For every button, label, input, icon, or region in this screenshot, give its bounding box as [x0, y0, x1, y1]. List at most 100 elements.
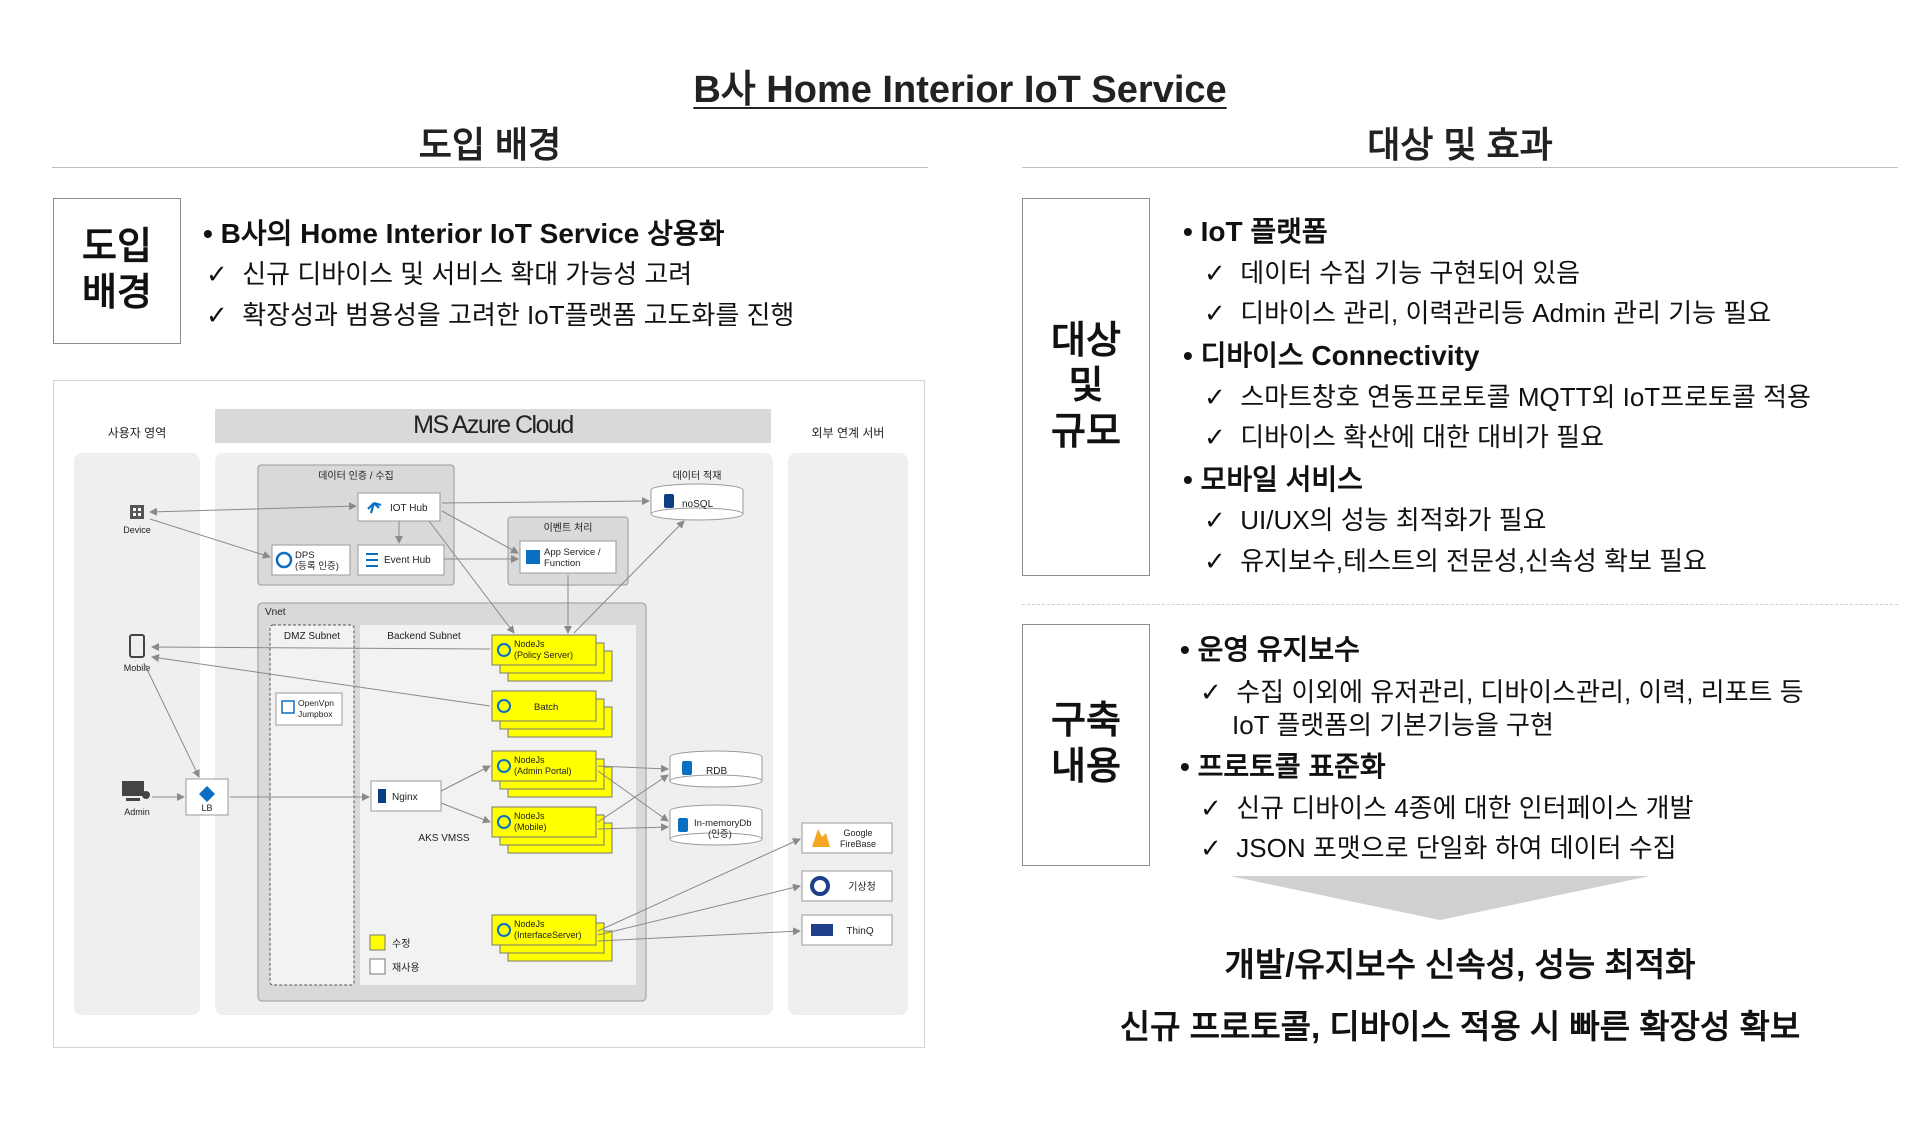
bullet-text: 프로토콜 표준화 [1197, 751, 1386, 782]
box-label-line: 도입 [82, 226, 152, 269]
section2-check: ✓ JSON 포맷으로 단일화 하여 데이터 수집 [1200, 828, 1677, 865]
check-text: 유지보수,테스트의 전문성,신속성 확보 필요 [1240, 546, 1707, 576]
section1-check: ✓ 스마트창호 연동프로토콜 MQTT외 IoT프로토콜 적용 [1204, 377, 1811, 414]
iot-hub-icon [367, 501, 382, 514]
legend-modified-label: 수정 [392, 938, 410, 950]
nosql-node [650, 507, 744, 521]
intro-check-item: ✓ 확장성과 범용성을 고려한 IoT플랫폼 고도화를 진행 [206, 295, 794, 332]
policy-label: NodeJs [514, 639, 545, 649]
kma-icon [810, 876, 830, 896]
cloud-title: MS Azure Cloud [413, 411, 573, 439]
section2-bullet: • 운영 유지보수 [1180, 634, 1360, 665]
checkmark-icon: ✓ [1200, 793, 1222, 823]
rdb-node: RDB [669, 750, 763, 788]
policy-sublabel: (Policy Server) [514, 650, 573, 660]
section1-check: ✓ 데이터 수집 기능 구현되어 있음 [1204, 253, 1580, 290]
architecture-diagram: 사용자 영역 외부 연계 서버 MS Azure Cloud 데이터 인증 / … [53, 380, 925, 1048]
batch-label: Batch [534, 702, 558, 713]
inmemory-sublabel: (인증) [708, 829, 732, 840]
box-label-line: 규모 [1051, 410, 1121, 453]
cloud-title-bar [215, 409, 771, 443]
summary-line: 개발/유지보수 신속성, 성능 최적화 [1224, 946, 1696, 983]
nginx-icon [378, 789, 386, 803]
box-label-line: 대상 [1051, 319, 1121, 362]
checkmark-icon: ✓ [1204, 258, 1226, 288]
checkmark-icon: ✓ [1200, 833, 1222, 863]
left-heading-rule [52, 167, 928, 168]
lb-label: LB [201, 803, 212, 813]
check-text: 디바이스 확산에 대한 대비가 필요 [1240, 422, 1605, 452]
admin-label: Admin [124, 807, 150, 817]
event-hub-icon [366, 553, 378, 567]
mobile-icon [129, 634, 145, 658]
intro-check-text: 신규 디바이스 및 서비스 확대 가능성 고려 [242, 259, 693, 289]
section1-check: ✓ 유지보수,테스트의 전문성,신속성 확보 필요 [1204, 541, 1707, 578]
dps-node [271, 544, 351, 576]
thinq-label: ThinQ [846, 926, 873, 937]
box-label-line: 구축 [1051, 700, 1121, 743]
dmz-subnet-label: DMZ Subnet [284, 631, 340, 642]
checkmark-icon: ✓ [1200, 677, 1222, 707]
inmemory-db-node: In-memoryDb (인증) [669, 804, 763, 846]
lb-icon [199, 786, 215, 802]
check-text: 디바이스 관리, 이력관리등 Admin 관리 기능 필요 [1240, 298, 1772, 328]
check-text: 신규 디바이스 4종에 대한 인터페이스 개발 [1236, 793, 1694, 823]
checkmark-icon: ✓ [206, 300, 228, 330]
check-text: 스마트창호 연동프로토콜 MQTT외 IoT프로토콜 적용 [1240, 382, 1811, 412]
thinq-icon [811, 924, 833, 936]
left-section-heading: 도입 배경 [418, 124, 562, 165]
intro-bullet-text: B사의 Home Interior IoT Service 상용화 [220, 218, 725, 249]
admin-icon [122, 781, 150, 801]
admin-portal-node: NodeJs (Admin Portal) [491, 750, 613, 798]
bullet-text: 디바이스 Connectivity [1200, 340, 1480, 371]
user-area-label: 사용자 영역 [108, 426, 167, 440]
checkmark-icon: ✓ [1204, 422, 1226, 452]
openvpn-label: OpenVpn [298, 698, 334, 708]
vpn-icon [281, 700, 295, 714]
check-text: JSON 포맷으로 단일화 하여 데이터 수집 [1236, 833, 1677, 863]
section2-check: ✓ 신규 디바이스 4종에 대한 인터페이스 개발 [1200, 788, 1693, 825]
backend-subnet-label: Backend Subnet [387, 631, 461, 642]
event-processing-label: 이벤트 처리 [544, 522, 593, 534]
result-arrow-icon [1230, 876, 1650, 920]
event-hub-label: Event Hub [384, 555, 431, 566]
diagram-connectors [143, 497, 801, 942]
app-service-icon [526, 550, 540, 564]
openvpn-sublabel: Jumpbox [298, 709, 333, 719]
checkmark-icon: ✓ [1204, 298, 1226, 328]
box-label-line: 및 [1068, 365, 1104, 408]
dmz-subnet [269, 624, 355, 986]
batch-node: Batch [491, 690, 613, 738]
storage-label: 데이터 적재 [673, 470, 722, 482]
firebase-sublabel: FireBase [840, 839, 876, 849]
legend-reused-label: 재사용 [392, 962, 420, 974]
aks-label: AKS VMSS [418, 833, 469, 844]
section1-check: ✓ 디바이스 관리, 이력관리등 Admin 관리 기능 필요 [1204, 293, 1771, 330]
box-label-line: 내용 [1051, 746, 1121, 788]
bullet-text: 운영 유지보수 [1197, 634, 1360, 665]
bullet-text: 모바일 서비스 [1200, 464, 1363, 495]
right-heading-rule [1022, 167, 1898, 168]
right-section-heading: 대상 및 효과 [1367, 124, 1553, 165]
check-text: 수집 이외에 유저관리, 디바이스관리, 이력, 리포트 등 [1236, 677, 1804, 707]
interface-label: NodeJs [514, 919, 545, 929]
box-label-line: 배경 [82, 272, 152, 314]
database-icon [664, 494, 674, 508]
intro-check-item: ✓ 신규 디바이스 및 서비스 확대 가능성 고려 [206, 254, 692, 291]
section2-bullet: • 프로토콜 표준화 [1180, 751, 1386, 782]
firebase-icon [812, 829, 830, 847]
section1-check: ✓ UI/UX의 성능 최적화가 필요 [1204, 500, 1547, 537]
section1-check: ✓ 디바이스 확산에 대한 대비가 필요 [1204, 417, 1604, 454]
section2-check: ✓ 수집 이외에 유저관리, 디바이스관리, 이력, 리포트 등 [1200, 672, 1804, 709]
app-service-label: App Service / [544, 547, 601, 558]
interface-sublabel: (InterfaceServer) [514, 930, 582, 940]
iot-hub-label: IOT Hub [390, 503, 428, 514]
legend-modified-swatch [369, 934, 386, 951]
nginx-label: Nginx [392, 792, 418, 803]
policy-server-node: NodeJs (Policy Server) [491, 634, 613, 682]
section1-bullet: • 디바이스 Connectivity [1183, 340, 1480, 371]
kma-node [801, 870, 893, 902]
